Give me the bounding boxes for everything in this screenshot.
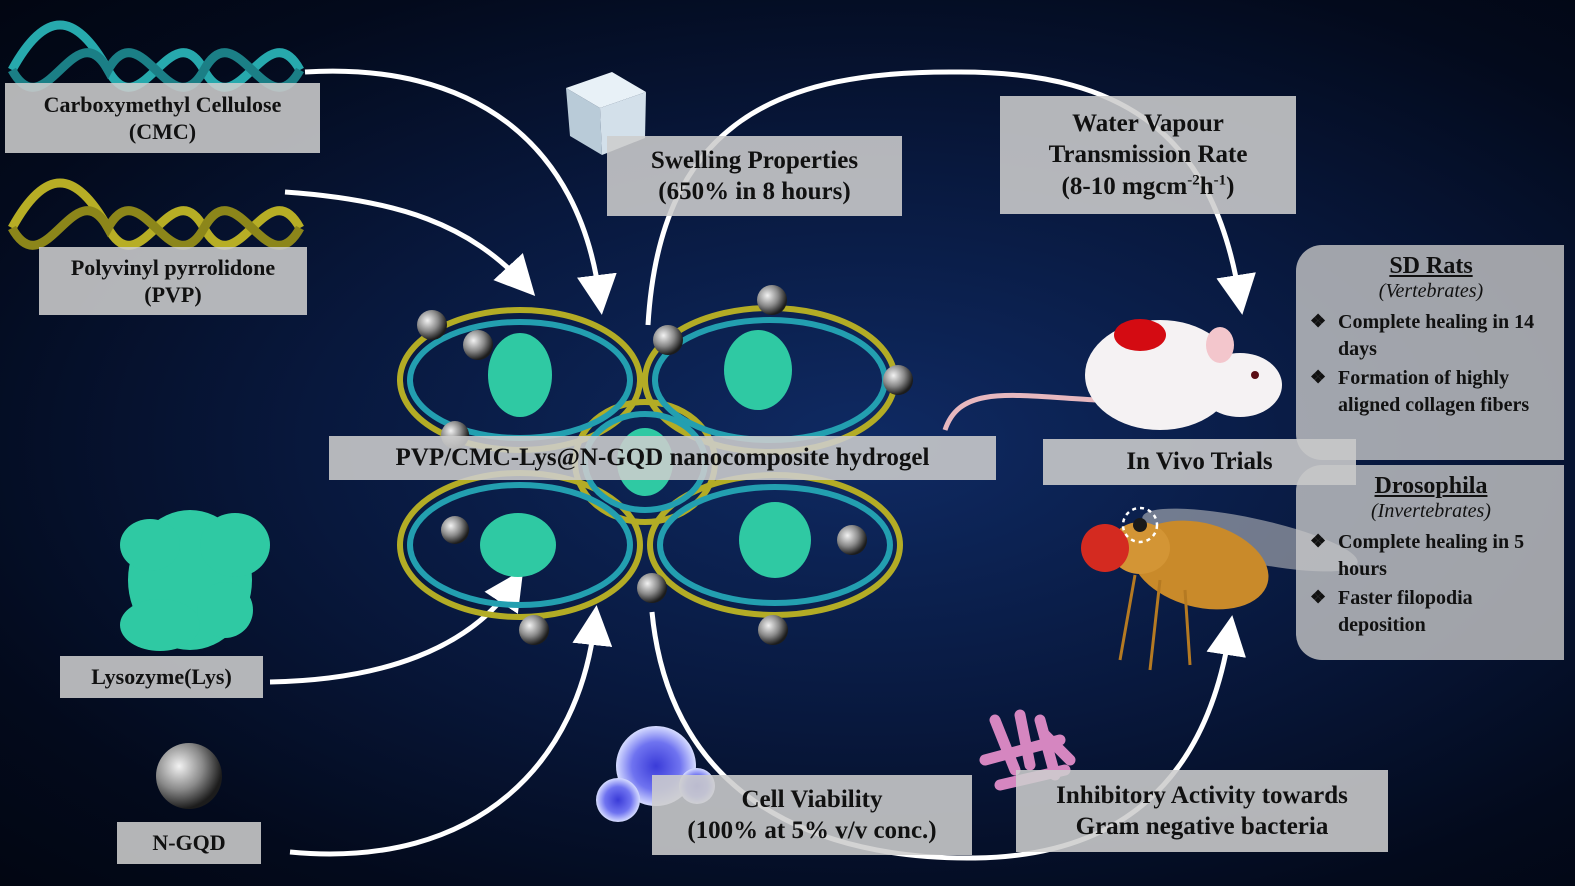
ngqd-label-line1: N-GQD	[152, 830, 226, 856]
inhibitory-line2: Gram negative bacteria	[1075, 813, 1329, 840]
inhibitory-label: Inhibitory Activity towards Gram negativ…	[1016, 770, 1388, 852]
cell-viability-label: Cell Viability (100% at 5% v/v conc.)	[652, 775, 972, 855]
wvtr-suffix: )	[1226, 172, 1235, 200]
sd-rats-subtitle: (Vertebrates)	[1378, 280, 1484, 302]
hydrogel-label: PVP/CMC-Lys@N-GQD nanocomposite hydrogel	[329, 436, 996, 480]
arrow-hydrogel-to-fly	[649, 611, 1246, 861]
swelling-label: Swelling Properties (650% in 8 hours)	[607, 136, 902, 216]
cmc-label: Carboxymethyl Cellulose (CMC)	[5, 83, 320, 153]
wvtr-label-line1: Water Vapour	[1072, 110, 1224, 138]
wvtr-label-line3: (8-10 mgcm-2h-1)	[1062, 171, 1235, 202]
inhibitory-line1: Inhibitory Activity towards	[1056, 781, 1348, 809]
in-vivo-label-text: In Vivo Trials	[1126, 448, 1273, 476]
sd-rats-panel: SD Rats (Vertebrates) Complete healing i…	[1296, 245, 1564, 460]
swelling-label-line1: Swelling Properties	[650, 146, 859, 174]
cell-viability-line1: Cell Viability	[741, 785, 883, 813]
arrow-cmc-to-hydrogel	[304, 68, 617, 315]
arrow-pvp-to-hydrogel	[284, 189, 536, 297]
wvtr-mid: h	[1199, 172, 1214, 200]
swelling-label-line2: (650% in 8 hours)	[658, 178, 851, 205]
sd-rats-title: SD Rats	[1389, 253, 1473, 279]
pvp-helix-icon	[8, 178, 304, 250]
sd-rats-bullets: Complete healing in 14 days Formation of…	[1308, 309, 1554, 419]
ngqd-label: N-GQD	[117, 822, 261, 864]
wvtr-prefix: (8-10 mgcm	[1061, 172, 1188, 200]
drosophila-title: Drosophila	[1374, 473, 1488, 499]
pvp-label: Polyvinyl pyrrolidone (PVP)	[39, 247, 307, 315]
sd-rats-bullet: Formation of highly aligned collagen fib…	[1308, 365, 1554, 419]
drosophila-bullet: Complete healing in 5 hours	[1308, 529, 1554, 583]
drosophila-bullets: Complete healing in 5 hours Faster filop…	[1308, 529, 1554, 639]
pvp-label-line2: (PVP)	[144, 282, 202, 307]
lysozyme-protein-icon	[120, 510, 270, 651]
wvtr-sup1: -2	[1187, 172, 1200, 189]
lys-label: Lysozyme(Lys)	[60, 656, 263, 698]
lys-label-line1: Lysozyme(Lys)	[91, 664, 232, 690]
rat-icon	[942, 319, 1282, 431]
cmc-label-line1: Carboxymethyl Cellulose	[43, 91, 282, 117]
wvtr-label: Water Vapour Transmission Rate (8-10 mgc…	[1000, 96, 1296, 214]
sd-rats-bullet: Complete healing in 14 days	[1308, 309, 1554, 363]
wvtr-sup2: -1	[1213, 172, 1227, 189]
cell-viability-line2: (100% at 5% v/v conc.)	[687, 817, 937, 844]
pvp-label-line1: Polyvinyl pyrrolidone	[70, 254, 276, 280]
arrow-lys-to-hydrogel	[269, 569, 524, 685]
hydrogel-label-text: PVP/CMC-Lys@N-GQD nanocomposite hydrogel	[395, 444, 930, 472]
arrow-ngqd-to-hydrogel	[289, 605, 613, 857]
cmc-label-line2: (CMC)	[128, 119, 197, 144]
drosophila-subtitle: (Invertebrates)	[1371, 500, 1491, 522]
drosophila-fly-icon	[1081, 506, 1358, 671]
drosophila-bullet: Faster filopodia deposition	[1308, 585, 1554, 639]
cmc-helix-icon	[8, 20, 304, 92]
drosophila-panel: Drosophila (Invertebrates) Complete heal…	[1296, 465, 1564, 660]
wvtr-label-line2: Transmission Rate	[1048, 141, 1248, 169]
ngqd-sphere-icon	[156, 743, 222, 809]
